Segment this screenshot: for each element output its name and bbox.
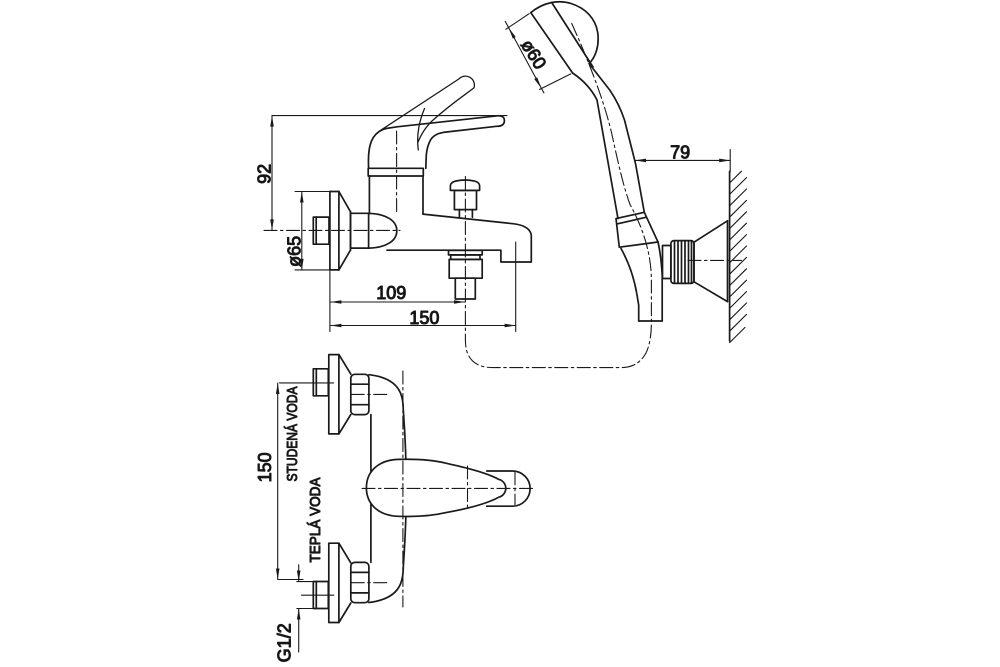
svg-text:79: 79 — [670, 143, 690, 163]
svg-text:G1/2: G1/2 — [274, 623, 294, 662]
svg-text:TEPLÁ VODA: TEPLÁ VODA — [307, 478, 324, 563]
svg-text:STUDENÁ VODA: STUDENÁ VODA — [284, 387, 301, 482]
svg-text:ø65: ø65 — [285, 236, 305, 267]
svg-text:150: 150 — [255, 452, 275, 482]
svg-text:92: 92 — [254, 164, 274, 184]
svg-text:150: 150 — [409, 308, 439, 328]
svg-text:109: 109 — [376, 283, 406, 303]
